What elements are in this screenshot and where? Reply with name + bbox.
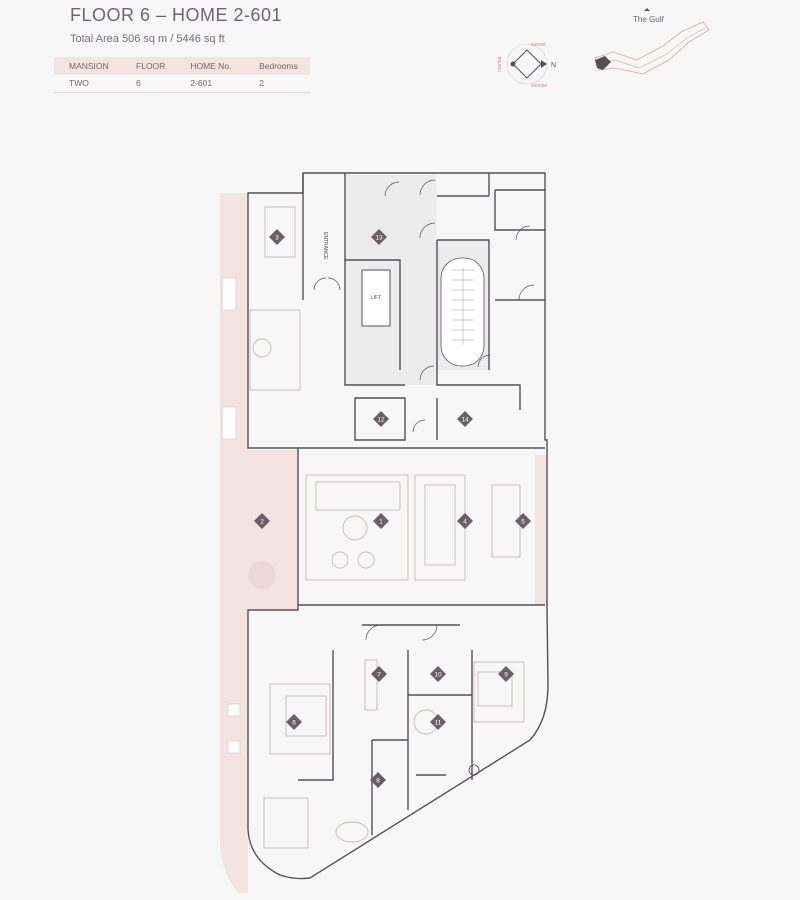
- room-marker-label: 5: [521, 519, 525, 526]
- marker-diamond-icon: [515, 513, 531, 529]
- spec-header-bedrooms: Bedrooms: [244, 57, 310, 75]
- spec-table: MANSION FLOOR HOME No. Bedrooms TWO 6 2-…: [54, 57, 310, 93]
- marker-diamond-icon: [254, 513, 270, 529]
- room-marker-11: 11: [430, 714, 446, 730]
- room-marker-label: 10: [434, 672, 442, 679]
- room-marker-label: 12: [377, 417, 385, 424]
- room-marker-8: 8: [370, 772, 386, 788]
- spec-value-bedrooms: 2: [244, 75, 310, 93]
- lift-label: LIFT: [371, 295, 381, 301]
- room-marker-label: 4: [463, 519, 467, 526]
- room-marker-label: 9: [504, 672, 508, 679]
- gulf-arrow-icon: [644, 8, 650, 11]
- room-marker-9: 9: [498, 666, 514, 682]
- entrance-label: ENTRANCE: [322, 232, 328, 260]
- room-marker-label: 3: [275, 235, 279, 242]
- room-marker-6: 6: [286, 714, 302, 730]
- room-marker-14: 14: [457, 411, 473, 427]
- compass-left-label: marina: [497, 56, 503, 72]
- room-marker-1: 1: [373, 513, 389, 529]
- room-marker-label: 14: [461, 417, 469, 424]
- compass-north: N: [551, 62, 556, 69]
- spec-value-home-no: 2-601: [175, 75, 245, 93]
- marker-diamond-icon: [498, 666, 514, 682]
- marker-diamond-icon: [286, 714, 302, 730]
- spec-value-mansion: TWO: [54, 75, 122, 93]
- gulf-label: The Gulf: [633, 15, 664, 24]
- room-marker-label: 6: [292, 720, 296, 727]
- room-marker-12: 12: [373, 411, 389, 427]
- room-marker-10: 10: [430, 666, 446, 682]
- keymap: [594, 8, 710, 75]
- page-title: FLOOR 6 – HOME 2-601: [70, 5, 283, 25]
- spec-header-mansion: MANSION: [54, 57, 122, 75]
- marker-diamond-icon: [370, 772, 386, 788]
- room-marker-4: 4: [457, 513, 473, 529]
- marker-diamond-icon: [371, 666, 387, 682]
- room-marker-2: 2: [254, 513, 270, 529]
- marker-diamond-icon: [371, 229, 387, 245]
- home-location-icon: [595, 56, 611, 70]
- room-marker-label: 7: [377, 672, 381, 679]
- marker-diamond-icon: [373, 411, 389, 427]
- marker-diamond-icon: [269, 229, 285, 245]
- room-marker-3: 3: [269, 229, 285, 245]
- room-marker-label: 13: [375, 235, 383, 242]
- north-arrow-icon: [541, 60, 547, 68]
- terrace: [220, 193, 547, 893]
- room-marker-label: 8: [376, 778, 380, 785]
- marker-diamond-icon: [430, 666, 446, 682]
- compass-top-label: sunset: [531, 42, 546, 48]
- room-marker-label: 2: [260, 519, 264, 526]
- compass-bottom-label: sunrise: [531, 83, 547, 89]
- room-marker-label: 11: [435, 720, 442, 727]
- marker-diamond-icon: [373, 513, 389, 529]
- compass: N sunset sunrise marina: [497, 42, 556, 89]
- spec-value-floor: 6: [121, 75, 176, 93]
- spec-header-floor: FLOOR: [121, 57, 176, 75]
- spec-header-row: MANSION FLOOR HOME No. Bedrooms: [54, 57, 310, 75]
- total-area: Total Area 506 sq m / 5446 sq ft: [70, 33, 225, 45]
- room-marker-label: 1: [379, 519, 383, 526]
- marker-diamond-icon: [430, 714, 446, 730]
- room-marker-7: 7: [371, 666, 387, 682]
- room-marker-13: 13: [371, 229, 387, 245]
- marker-diamond-icon: [457, 513, 473, 529]
- spec-value-row: TWO 6 2-601 2: [54, 75, 310, 93]
- room-marker-5: 5: [515, 513, 531, 529]
- spec-header-home-no: HOME No.: [175, 57, 245, 75]
- marker-diamond-icon: [457, 411, 473, 427]
